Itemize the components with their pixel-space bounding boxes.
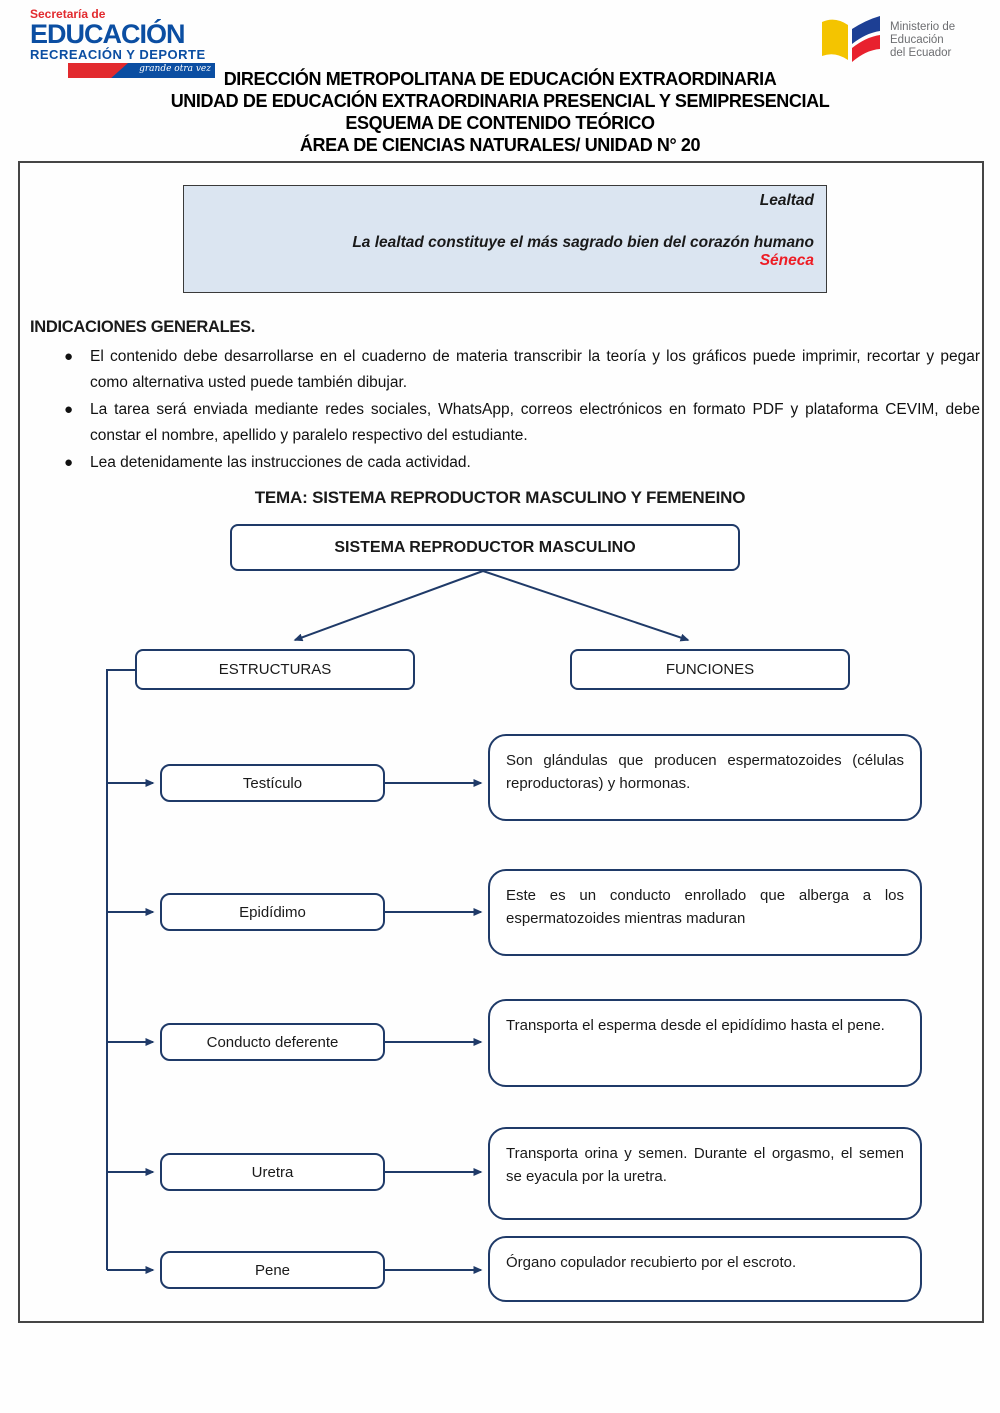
function-box-conducto-deferente: Transporta el esperma desde el epidídimo…	[488, 999, 922, 1087]
content-frame	[18, 161, 984, 1323]
function-box-uretra: Transporta orina y semen. Durante el org…	[488, 1127, 922, 1220]
function-box-pene: Órgano copulador recubierto por el escro…	[488, 1236, 922, 1302]
ministerio-educacion-logo: Ministerio de Educación del Ecuador	[820, 14, 955, 66]
function-box-testiculo: Son glándulas que producen espermatozoid…	[488, 734, 922, 821]
logo-ribbon-shape	[68, 63, 128, 78]
quote-author: Séneca	[759, 252, 814, 269]
title-line-area: ÁREA DE CIENCIAS NATURALES/ UNIDAD N° 20	[299, 135, 701, 155]
function-box-epididimo: Este es un conducto enrollado que alberg…	[488, 869, 922, 956]
indication-text: Lea detenidamente las instrucciones de c…	[90, 454, 471, 471]
structure-box-testiculo: Testículo	[160, 764, 385, 802]
structure-box-conducto-deferente: Conducto deferente	[160, 1023, 385, 1061]
ministerio-line1: Ministerio de	[890, 20, 956, 33]
logo-banner: grande otra vez	[68, 63, 215, 78]
bullet-icon: ●	[64, 348, 74, 365]
indications-list: ● El contenido debe desarrollarse en el …	[58, 344, 980, 477]
diagram-root-box: SISTEMA REPRODUCTOR MASCULINO	[230, 524, 740, 571]
bullet-icon: ●	[64, 454, 74, 471]
diagram-column-estructuras: ESTRUCTURAS	[135, 649, 415, 690]
logo-tagline: grande otra vez	[139, 64, 211, 74]
title-line-unidad: UNIDAD DE EDUCACIÓN EXTRAORDINARIA PRESE…	[170, 91, 830, 111]
list-item: ● La tarea será enviada mediante redes s…	[58, 397, 980, 449]
logo-line-educacion: EDUCACIÓN	[30, 19, 186, 49]
title-line-direccion: DIRECCIÓN METROPOLITANA DE EDUCACIÓN EXT…	[223, 69, 777, 89]
structure-box-uretra: Uretra	[160, 1153, 385, 1191]
structure-box-epididimo: Epidídimo	[160, 893, 385, 931]
document-header-titles: DIRECCIÓN METROPOLITANA DE EDUCACIÓN EXT…	[0, 68, 1000, 156]
ministerio-line2: Educación	[890, 33, 944, 46]
list-item: ● El contenido debe desarrollarse en el …	[58, 344, 980, 396]
ministerio-line3: del Ecuador	[890, 46, 952, 59]
tema-heading: TEMA: SISTEMA REPRODUCTOR MASCULINO Y FE…	[254, 488, 746, 507]
quote-text: La lealtad constituye el más sagrado bie…	[352, 234, 814, 251]
logo-line-secretaria: Secretaría de	[30, 7, 106, 21]
secretaria-educacion-logo: Secretaría de EDUCACIÓN RECREACIÓN Y DEP…	[30, 8, 220, 78]
quote-title: Lealtad	[759, 192, 814, 209]
indication-text: La tarea será enviada mediante redes soc…	[90, 401, 980, 444]
indications-heading: INDICACIONES GENERALES.	[30, 318, 256, 336]
quote-box: Lealtad La lealtad constituye el más sag…	[183, 185, 827, 293]
structure-box-pene: Pene	[160, 1251, 385, 1289]
diagram-column-funciones: FUNCIONES	[570, 649, 850, 690]
list-item: ● Lea detenidamente las instrucciones de…	[58, 450, 980, 476]
indication-text: El contenido debe desarrollarse en el cu…	[90, 348, 980, 391]
bullet-icon: ●	[64, 401, 74, 418]
title-line-esquema: ESQUEMA DE CONTENIDO TEÓRICO	[345, 113, 655, 133]
ministerio-label: Ministerio de Educación del Ecuador	[890, 21, 955, 60]
logo-line-recreacion: RECREACIÓN Y DEPORTE	[30, 47, 206, 62]
open-book-icon	[822, 16, 880, 62]
